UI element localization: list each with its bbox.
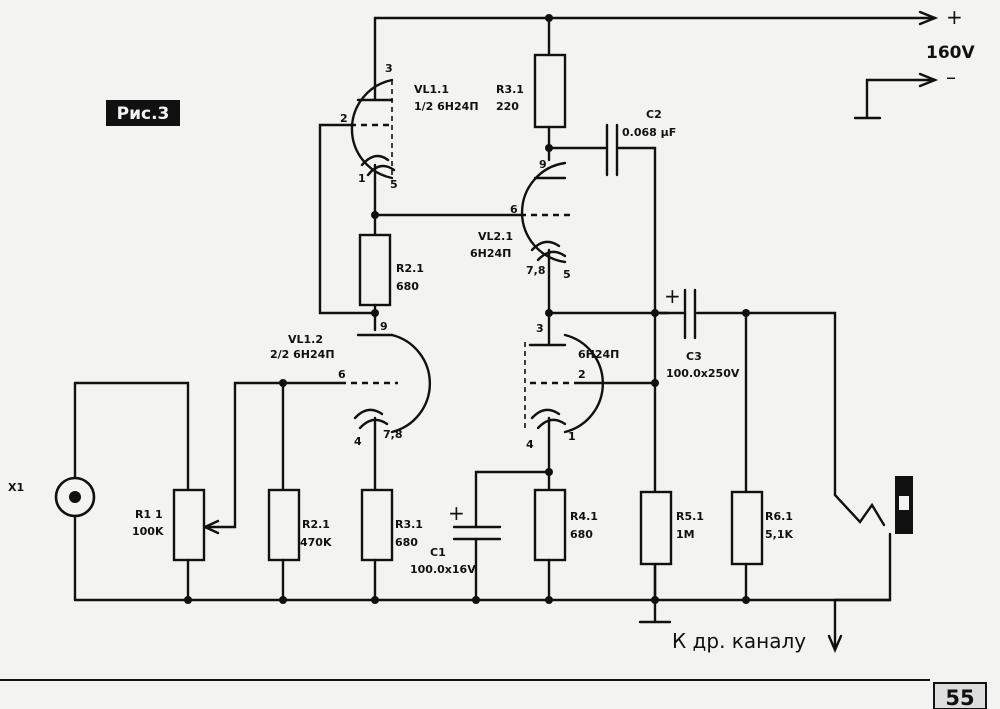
figure-title-badge: Рис.3: [106, 100, 180, 126]
r1-wiper-arrow: [203, 519, 220, 535]
page-number-badge: 55: [933, 682, 987, 709]
supply-voltage-label: 160V: [926, 43, 975, 63]
c2-value: 0.068 µF: [622, 126, 676, 139]
r3-1-top-ref: R3.1: [496, 83, 524, 96]
potentiometer-r1-1: R1 1 100K: [132, 488, 206, 602]
resistor-r4-1: R4.1 680: [533, 488, 598, 602]
x1-ref: X1: [8, 481, 24, 494]
tube-vl1-1: 3 2 1 5 VL1.1 1/2 6Н24П: [340, 16, 479, 217]
supply-plus-label: +: [946, 5, 963, 29]
resistor-r3-1-top: R3.1 220: [496, 16, 567, 162]
tube-vl2-2: 3 2 4 1 6Н24П: [524, 311, 657, 492]
r2-1-bot-value: 470K: [300, 536, 332, 549]
input-jack-x1: X1: [8, 381, 190, 602]
vl2-2-type: 6Н24П: [578, 348, 619, 361]
c3-ref: C3: [686, 350, 702, 363]
resistor-r2-1-bot: R2.1 470K: [267, 381, 332, 602]
vl2-2-pin-cathode: 4: [526, 438, 534, 451]
r5-1-ref: R5.1: [676, 510, 704, 523]
r1-1-ref: R1 1: [135, 508, 163, 521]
c1-value: 100.0x16V: [410, 563, 476, 576]
c1-ref: C1: [430, 546, 446, 559]
ground-bus: К др. каналу: [73, 562, 892, 654]
r2-1-mid-value: 680: [396, 280, 419, 293]
vl2-1-pin-anode: 9: [539, 158, 547, 171]
vl2-1-pin-cathode: 7,8: [526, 264, 546, 277]
r6-1-ref: R6.1: [765, 510, 793, 523]
resistor-r2-1-mid: R2.1 680: [358, 213, 424, 332]
vl2-1-pin-heater: 5: [563, 268, 571, 281]
figure-title: Рис.3: [117, 104, 170, 124]
capacitor-c2: C2 0.068 µF: [545, 108, 676, 602]
r5-1-value: 1M: [676, 528, 695, 541]
r4-1-ref: R4.1: [570, 510, 598, 523]
vl1-2-pin-anode: 9: [380, 320, 388, 333]
resistor-r3-1-bot: R3.1 680: [360, 488, 423, 602]
vl2-1-type: 6Н24П: [470, 247, 511, 260]
vl1-2-ref: VL1.2: [288, 333, 323, 346]
vl1-1-pin-cathode: 1: [358, 172, 366, 185]
resistor-r5-1: R5.1 1M: [639, 490, 704, 566]
r3-1-top-value: 220: [496, 100, 519, 113]
wire-input-grid: [203, 381, 342, 529]
vl2-2-pin-anode: 3: [536, 322, 544, 335]
wire-grid-feedback: [318, 123, 377, 315]
vl1-2-pin-heater: 7,8: [383, 428, 403, 441]
vl1-2-type: 2/2 6Н24П: [270, 348, 335, 361]
r2-1-mid-ref: R2.1: [396, 262, 424, 275]
page-number: 55: [945, 686, 974, 709]
c3-value: 100.0x250V: [666, 367, 740, 380]
r1-1-value: 100K: [132, 525, 164, 538]
vl2-1-ref: VL2.1: [478, 230, 513, 243]
vl2-1-pin-grid: 6: [510, 203, 518, 216]
supply-rail: + 160V –: [373, 5, 975, 120]
c1-polarity: +: [448, 501, 465, 525]
resistor-r6-1: R6.1 5,1K: [730, 311, 793, 602]
r3-1-bot-value: 680: [395, 536, 418, 549]
vl1-1-pin-grid: 2: [340, 112, 348, 125]
capacitor-c1: + C1 100.0x16V: [410, 468, 553, 602]
r4-1-value: 680: [570, 528, 593, 541]
r3-1-bot-ref: R3.1: [395, 518, 423, 531]
c3-polarity: +: [664, 284, 681, 308]
tube-vl2-1: 9 6 7,8 5 VL2.1 6Н24П: [470, 158, 572, 315]
r6-1-value: 5,1K: [765, 528, 793, 541]
supply-minus-label: –: [946, 65, 956, 89]
vl1-2-pin-grid: 6: [338, 368, 346, 381]
c2-ref: C2: [646, 108, 662, 121]
vl1-2-pin-cathode: 4: [354, 435, 362, 448]
output-jack: [833, 476, 913, 602]
vl1-1-type: 1/2 6Н24П: [414, 100, 479, 113]
vl1-1-pin-heater: 5: [390, 178, 398, 191]
output-note-label: К др. каналу: [672, 629, 806, 653]
vl1-1-ref: VL1.1: [414, 83, 449, 96]
vl2-2-pin-heater: 1: [568, 430, 576, 443]
r2-1-bot-ref: R2.1: [302, 518, 330, 531]
tube-vl1-2: 9 6 4 7,8 VL1.2 2/2 6Н24П: [270, 320, 431, 492]
capacitor-c3: + C3 100.0x250V: [651, 284, 837, 497]
vl2-2-pin-grid: 2: [578, 368, 586, 381]
vl1-1-pin-anode: 3: [385, 62, 393, 75]
